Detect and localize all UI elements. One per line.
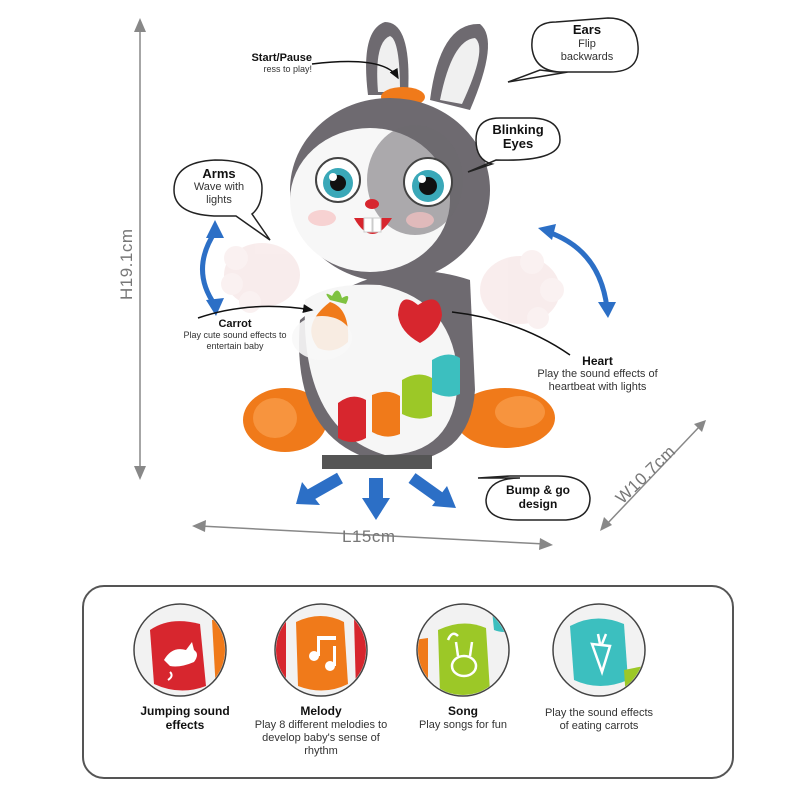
feature-song	[408, 600, 518, 700]
arms-sub: Wave with lights	[193, 181, 245, 206]
arm-wave-arrow-right	[538, 224, 616, 318]
ears-bubble	[507, 17, 639, 83]
length-label: L15cm	[342, 527, 396, 546]
heart-title: Heart	[582, 354, 613, 368]
ears-sub: Flip backwards	[560, 38, 614, 63]
feature-jumping	[130, 600, 240, 700]
callout-pointers	[197, 60, 571, 356]
feature-jumping-title: Jumping sound effects	[140, 704, 230, 732]
left-arm	[221, 243, 300, 313]
blinking-eyes-bubble	[467, 117, 561, 173]
ears-title: Ears	[572, 22, 602, 37]
feature-song-title: Song	[448, 704, 478, 718]
bump-go-bubble	[477, 475, 591, 521]
belly-buttons	[338, 354, 460, 442]
blinking-eyes-callout: Blinking Eyes	[482, 122, 554, 152]
bump-go-callout: Bump & go design	[492, 483, 584, 512]
feature-song-text: Song Play songs for fun	[400, 704, 526, 732]
bump-go-arrows	[296, 472, 456, 520]
carrot-icon	[590, 633, 612, 676]
ears-callout: Ears Flip backwards	[540, 22, 634, 63]
heart-button	[398, 299, 442, 343]
right-arm	[480, 250, 564, 329]
feature-carrot-text: Play the sound effects of eating carrots	[540, 707, 658, 733]
carrot-toy	[292, 290, 352, 360]
feature-melody	[266, 600, 376, 700]
carrot-callout: Carrot Play cute sound effects to entert…	[170, 318, 300, 352]
heart-callout: Heart Play the sound effects of heartbea…	[525, 354, 670, 394]
width-dimension-arrow	[600, 420, 706, 531]
start-pause-title: Start/Pause	[251, 52, 312, 64]
feature-carrot-sub: Play the sound effects of eating carrots	[544, 707, 654, 733]
feature-carrot	[544, 600, 654, 700]
start-pause-sub: ress to play!	[263, 64, 312, 74]
carrot-title: Carrot	[218, 318, 252, 330]
heart-sub: Play the sound effects of heartbeat with…	[537, 368, 658, 394]
start-pause-callout: Start/Pause ress to play!	[238, 52, 312, 75]
carrot-sub: Play cute sound effects to entertain bab…	[183, 330, 287, 351]
rabbit-jump-icon	[164, 642, 197, 681]
music-notes-icon	[309, 636, 336, 671]
feature-melody-title: Melody	[300, 704, 342, 718]
feature-melody-text: Melody Play 8 different melodies to deve…	[246, 704, 396, 758]
feature-song-sub: Play songs for fun	[418, 718, 508, 731]
head	[290, 22, 490, 282]
length-dimension-arrow	[192, 520, 553, 550]
arms-bubble	[173, 159, 271, 241]
height-label: H19.1cm	[117, 228, 136, 300]
feature-melody-sub: Play 8 different melodies to develop bab…	[254, 718, 388, 758]
arm-wave-arrow-left	[200, 220, 224, 316]
bunny-face-icon	[446, 632, 478, 678]
arms-title: Arms	[202, 166, 236, 181]
arms-callout: Arms Wave with lights	[180, 166, 258, 206]
height-dimension-arrow	[134, 18, 146, 480]
bump-go-title: Bump & go design	[506, 483, 570, 511]
blinking-eyes-title: Blinking Eyes	[492, 122, 544, 152]
feature-jumping-text: Jumping sound effects	[130, 704, 240, 733]
